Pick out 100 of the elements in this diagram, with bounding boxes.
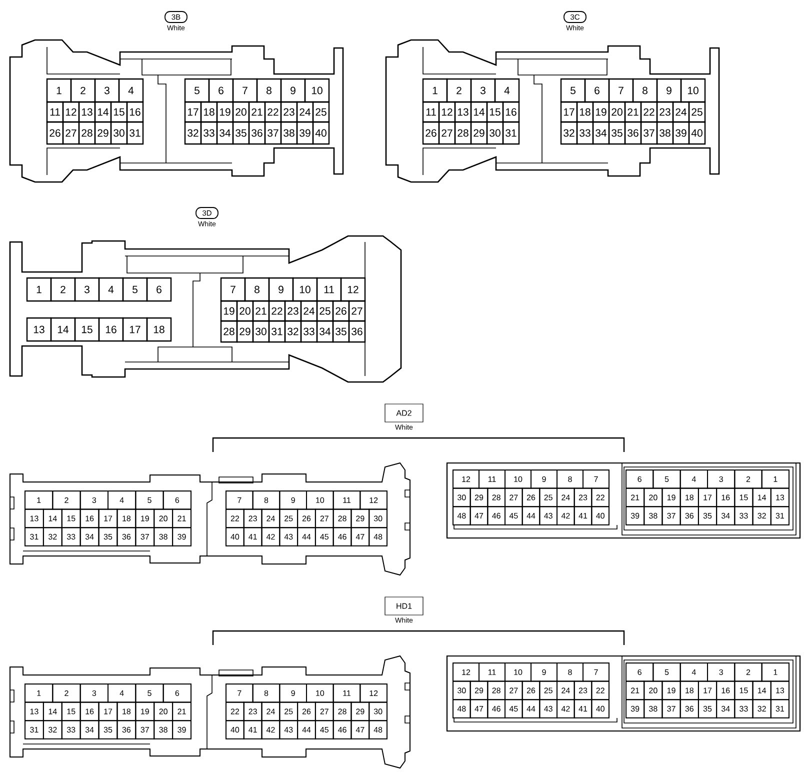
pin-cell: 14 <box>470 101 488 123</box>
pin-cell: 34 <box>716 699 736 718</box>
pin-cell: 2 <box>446 78 472 103</box>
pin-cell: 41 <box>243 527 262 546</box>
pin-cell: 17 <box>122 317 148 342</box>
pin-cell: 17 <box>560 101 578 123</box>
pin-cell: 16 <box>502 101 520 123</box>
pin-cell: 32 <box>184 121 202 145</box>
pin-cell: 14 <box>42 508 62 528</box>
pin-cell: 9 <box>279 490 307 510</box>
pin-cell: 45 <box>504 506 523 526</box>
pin-cell: 33 <box>576 121 594 145</box>
pin-cell: 20 <box>232 101 250 123</box>
pin-cell: 30 <box>452 488 471 508</box>
pin-cell: 36 <box>680 506 699 526</box>
pin-cell: 13 <box>454 101 472 123</box>
pin-cell: 3 <box>470 78 496 103</box>
pin-cell: 28 <box>332 702 352 722</box>
pin-cell: 1 <box>761 662 790 682</box>
pin-cell: 27 <box>504 488 523 508</box>
pin-cell: 3 <box>80 684 108 703</box>
pin-cell: 18 <box>200 101 218 123</box>
pin-cell: 1 <box>26 277 52 302</box>
pin-cell: 22 <box>226 508 244 528</box>
pin-cell: 22 <box>226 702 244 722</box>
pin-cell: 15 <box>734 488 754 508</box>
pin-cell: 48 <box>452 506 471 526</box>
pin-cell: 4 <box>494 78 520 103</box>
pin-cell: 27 <box>504 680 523 700</box>
pin-cell: 22 <box>264 101 282 123</box>
pin-cell: 10 <box>292 277 318 302</box>
pin-cell: 8 <box>244 277 270 302</box>
pin-cell: 45 <box>314 720 334 740</box>
pin-cell: 26 <box>522 680 540 700</box>
pin-cell: 41 <box>243 720 262 740</box>
pin-cell: 23 <box>574 488 592 508</box>
pin-cell: 25 <box>688 101 706 123</box>
pin-cell: 45 <box>504 699 523 718</box>
pin-cell: 30 <box>110 121 128 145</box>
pin-cell: 39 <box>626 506 645 526</box>
pin-cell: 19 <box>662 680 681 700</box>
pin-cell: 23 <box>574 680 592 700</box>
pin-cell: 8 <box>256 78 282 103</box>
pin-cell: 26 <box>297 508 316 528</box>
pin-cell: 16 <box>126 101 144 123</box>
pin-cell: 14 <box>42 702 62 722</box>
pin-cell: 4 <box>118 78 144 103</box>
pin-cell: 41 <box>574 506 592 526</box>
pin-cell: 5 <box>135 490 164 510</box>
pin-cell: 29 <box>350 702 370 722</box>
pin-cell: 13 <box>24 508 44 528</box>
pin-cell: 13 <box>770 680 790 700</box>
pin-cell: 36 <box>624 121 642 145</box>
pin-cell: 34 <box>80 527 100 546</box>
pin-cell: 2 <box>50 277 76 302</box>
pin-cell: 23 <box>284 300 302 322</box>
pin-cell: 33 <box>61 527 81 546</box>
pin-cell: 11 <box>332 490 361 510</box>
pin-cell: 1 <box>761 470 790 489</box>
pin-cell: 25 <box>539 680 558 700</box>
pin-cell: 30 <box>252 320 270 343</box>
pin-cell: 14 <box>50 317 76 342</box>
pin-cell: 3 <box>80 490 108 510</box>
pin-cell: 29 <box>94 121 112 145</box>
pin-cell: 27 <box>348 300 366 322</box>
pin-cell: 42 <box>261 527 280 546</box>
pin-cell: 16 <box>716 680 736 700</box>
pin-cell: 38 <box>154 527 174 546</box>
pin-cell: 33 <box>734 699 754 718</box>
pin-cell: 37 <box>662 506 681 526</box>
pin-cell: 7 <box>232 78 258 103</box>
pin-cell: 20 <box>644 488 663 508</box>
pin-cell: 3 <box>707 470 736 489</box>
pin-cell: 38 <box>644 699 663 718</box>
pin-cell: 24 <box>300 300 318 322</box>
pin-cell: 27 <box>438 121 456 145</box>
pin-cell: 22 <box>591 488 610 508</box>
pin-cell: 20 <box>608 101 626 123</box>
pin-cell: 43 <box>539 699 558 718</box>
pin-cell: 46 <box>487 699 506 718</box>
pin-cell: 31 <box>268 320 286 343</box>
pin-cell: 20 <box>236 300 254 322</box>
pin-cell: 23 <box>656 101 674 123</box>
pin-cell: 12 <box>360 490 388 510</box>
pin-cell: 11 <box>46 101 64 123</box>
pin-cell: 25 <box>539 488 558 508</box>
pin-cell: 46 <box>487 506 506 526</box>
pin-cell: 42 <box>556 506 575 526</box>
pin-cell: 48 <box>452 699 471 718</box>
pin-cell: 37 <box>640 121 658 145</box>
pin-cell: 24 <box>296 101 314 123</box>
pin-cell: 10 <box>304 78 330 103</box>
pin-cell: 38 <box>154 720 174 740</box>
pin-cell: 33 <box>61 720 81 740</box>
pin-cell: 31 <box>770 699 790 718</box>
pin-cell: 33 <box>200 121 218 145</box>
pin-cell: 5 <box>135 684 164 703</box>
pin-cell: 21 <box>248 101 266 123</box>
pin-cell: 2 <box>734 470 762 489</box>
pin-cell: 15 <box>486 101 504 123</box>
